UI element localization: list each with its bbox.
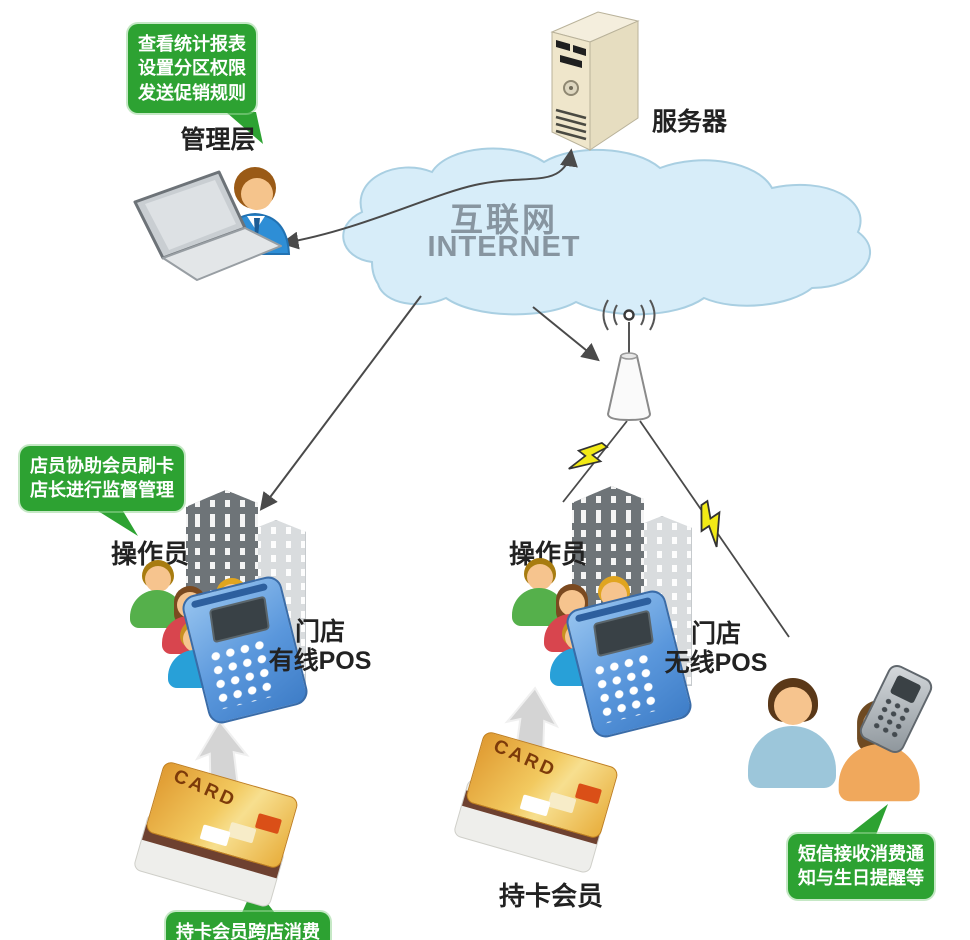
callout-admin: 查看统计报表 设置分区权限 发送促销规则	[128, 24, 256, 113]
cloud-label-en: INTERNET	[427, 231, 581, 263]
store-wired-label: 门店 有线POS	[264, 618, 376, 676]
membership-cards-icon: CARD	[132, 760, 303, 913]
callout-sms-line1: 短信接收消费通	[798, 844, 924, 864]
callout-tail	[226, 112, 263, 144]
connector-cloud-antenna	[532, 306, 600, 362]
membership-cards-icon: CARD	[452, 730, 623, 883]
lightning-bolt-icon	[568, 442, 609, 470]
store-wireless-label: 门店 无线POS	[658, 620, 774, 678]
laptop-icon	[133, 170, 282, 281]
server-label: 服务器	[652, 108, 728, 136]
callout-admin-line3: 发送促销规则	[138, 82, 246, 103]
callout-admin-line1: 查看统计报表	[138, 34, 246, 54]
store-wired-line2: 有线POS	[268, 647, 372, 675]
cloud-label-cn: 互联网	[450, 201, 558, 238]
store-wireless-line2: 无线POS	[664, 649, 768, 677]
wireless-antenna-icon	[602, 299, 656, 422]
callout-store: 店员协助会员刷卡 店长进行监督管理	[20, 446, 184, 511]
callout-store-line1: 店员协助会员刷卡	[30, 456, 174, 476]
cardholder-label: 持卡会员	[498, 881, 603, 911]
store-wired-line1: 门店	[294, 618, 345, 646]
person-icon	[748, 678, 840, 828]
callout-cross-store: 持卡会员跨店消费	[166, 912, 330, 940]
callout-cross-line1: 持卡会员跨店消费	[176, 922, 320, 940]
callout-sms: 短信接收消费通 知与生日提醒等	[788, 834, 934, 899]
store-wireless-line1: 门店	[690, 620, 741, 648]
callout-tail	[90, 506, 138, 536]
callout-sms-line2: 知与生日提醒等	[798, 868, 924, 889]
callout-tail	[842, 804, 888, 840]
cardholder-couple-icon	[740, 661, 950, 839]
manager-laptop-icon	[133, 156, 313, 296]
manager-label: 管理层	[180, 126, 256, 154]
callout-store-line2: 店长进行监督管理	[30, 480, 174, 501]
server-tower-icon	[538, 6, 650, 161]
callout-admin-line2: 设置分区权限	[138, 58, 246, 79]
connector-laptop-server	[280, 148, 578, 250]
lightning-bolt-icon	[700, 499, 721, 548]
connector-cloud-wired-store	[259, 295, 422, 511]
